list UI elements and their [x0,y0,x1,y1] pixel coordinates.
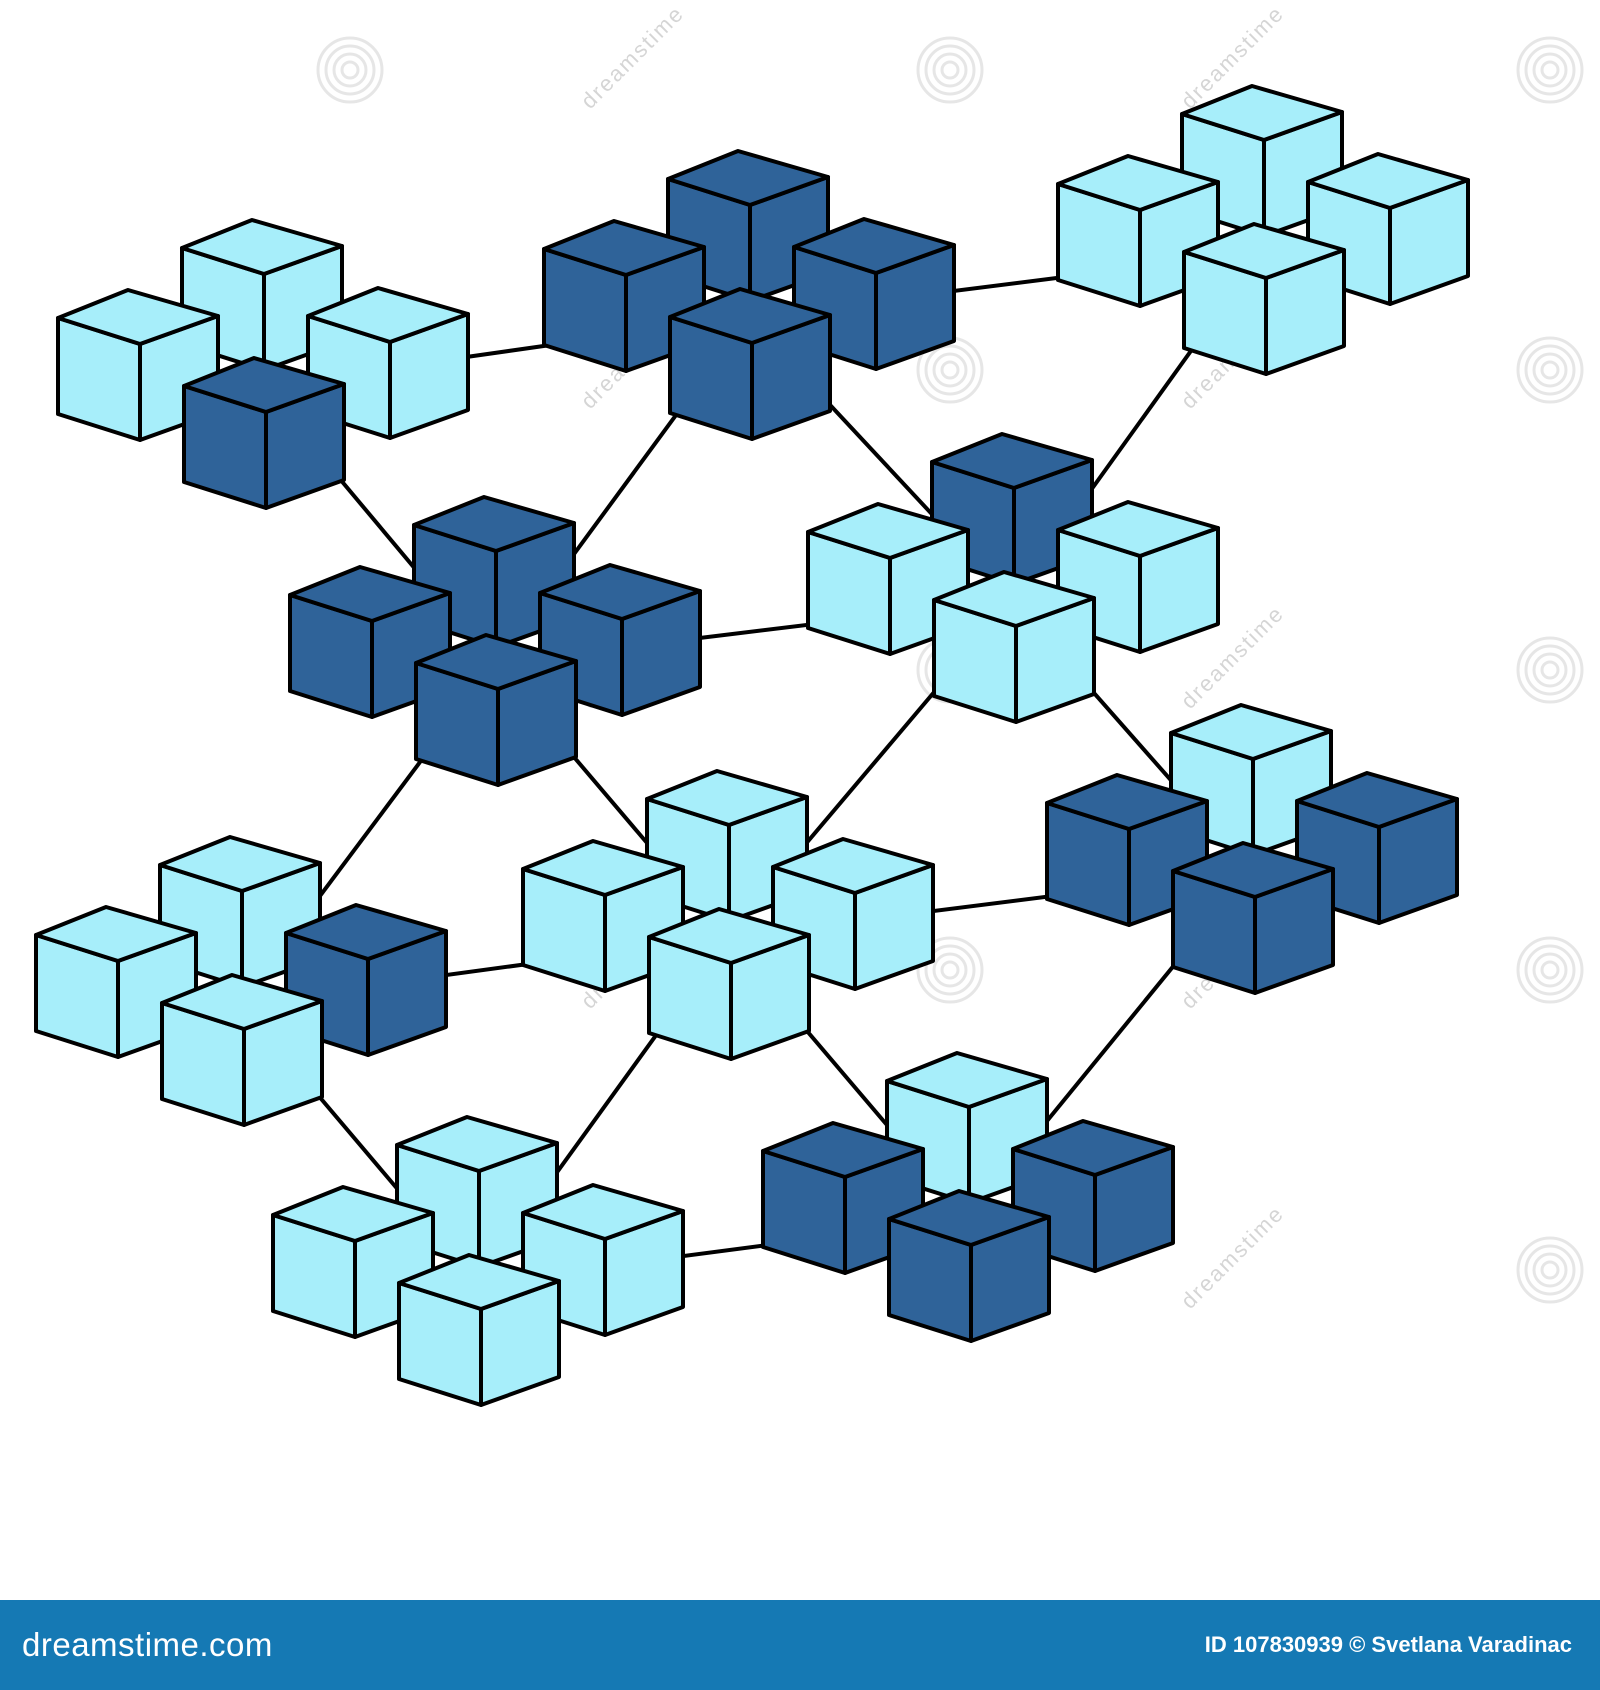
cube-cluster [542,149,956,441]
cube-cluster [806,432,1220,724]
watermark-text: dreamstime [576,0,689,113]
cube [56,288,220,442]
cube-cluster [1056,84,1470,376]
cube [538,563,702,717]
watermark-swirl-icon [316,36,384,104]
site-name: dreamstime.com [22,1626,273,1663]
watermark-swirl-icon [1516,336,1584,404]
cube-cluster [56,218,470,510]
watermark-swirl-icon [1516,36,1584,104]
watermark-swirl-icon [1516,936,1584,1004]
cube [771,837,935,991]
cube-cluster [34,835,448,1127]
cube [1171,841,1335,995]
watermark-swirl-icon [916,36,984,104]
watermark-swirl-icon [1516,636,1584,704]
cube [397,1253,561,1407]
cube [647,907,811,1061]
watermark-text: dreamstime [1176,1200,1289,1313]
cube [182,356,346,510]
cube [932,570,1096,724]
cube [160,973,324,1127]
cube [668,287,832,441]
footer-bar: dreamstime.com ID 107830939 © Svetlana V… [0,1600,1600,1690]
watermark-swirl-icon [1516,1236,1584,1304]
cube [271,1185,435,1339]
cube-cluster [761,1051,1175,1343]
cube-clusters [34,84,1470,1407]
cube-cluster [1045,703,1459,995]
cube [414,633,578,787]
cube [1182,222,1346,376]
cube [887,1189,1051,1343]
cube-cluster [521,769,935,1061]
image-credit: ID 107830939 © Svetlana Varadinac [1204,1632,1572,1657]
cube-cluster [288,495,702,787]
cube-cluster [271,1115,685,1407]
watermark-swirl-icon [916,936,984,1004]
